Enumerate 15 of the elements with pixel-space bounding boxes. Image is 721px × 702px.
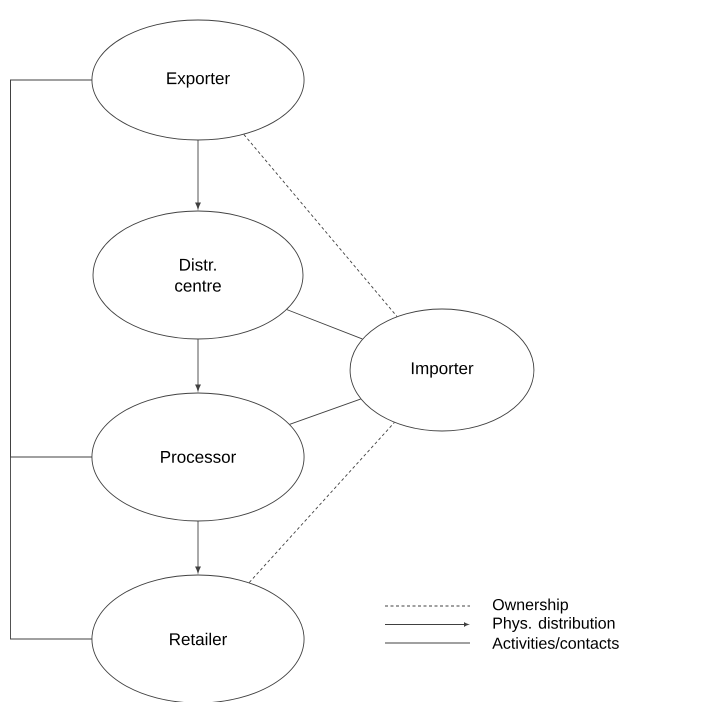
arrow bbox=[195, 140, 201, 210]
arrow bbox=[195, 521, 201, 574]
legend-label: Ownership bbox=[492, 598, 568, 614]
legend-label: Phys. distribution bbox=[494, 617, 614, 632]
connector-line bbox=[10, 80, 92, 640]
ellipse-node: Processor bbox=[92, 392, 305, 522]
connector-line bbox=[286, 309, 363, 340]
ellipse-node: Importer bbox=[350, 308, 534, 432]
dashed-line bbox=[243, 134, 398, 317]
legend-label: Activities/contacts bbox=[492, 637, 619, 649]
connector-line bbox=[289, 398, 362, 425]
ellipse-node: Exporter bbox=[92, 20, 305, 140]
ellipse-node: Distr. centre bbox=[92, 210, 304, 340]
dashed-line bbox=[248, 422, 395, 583]
arrow bbox=[195, 339, 201, 392]
